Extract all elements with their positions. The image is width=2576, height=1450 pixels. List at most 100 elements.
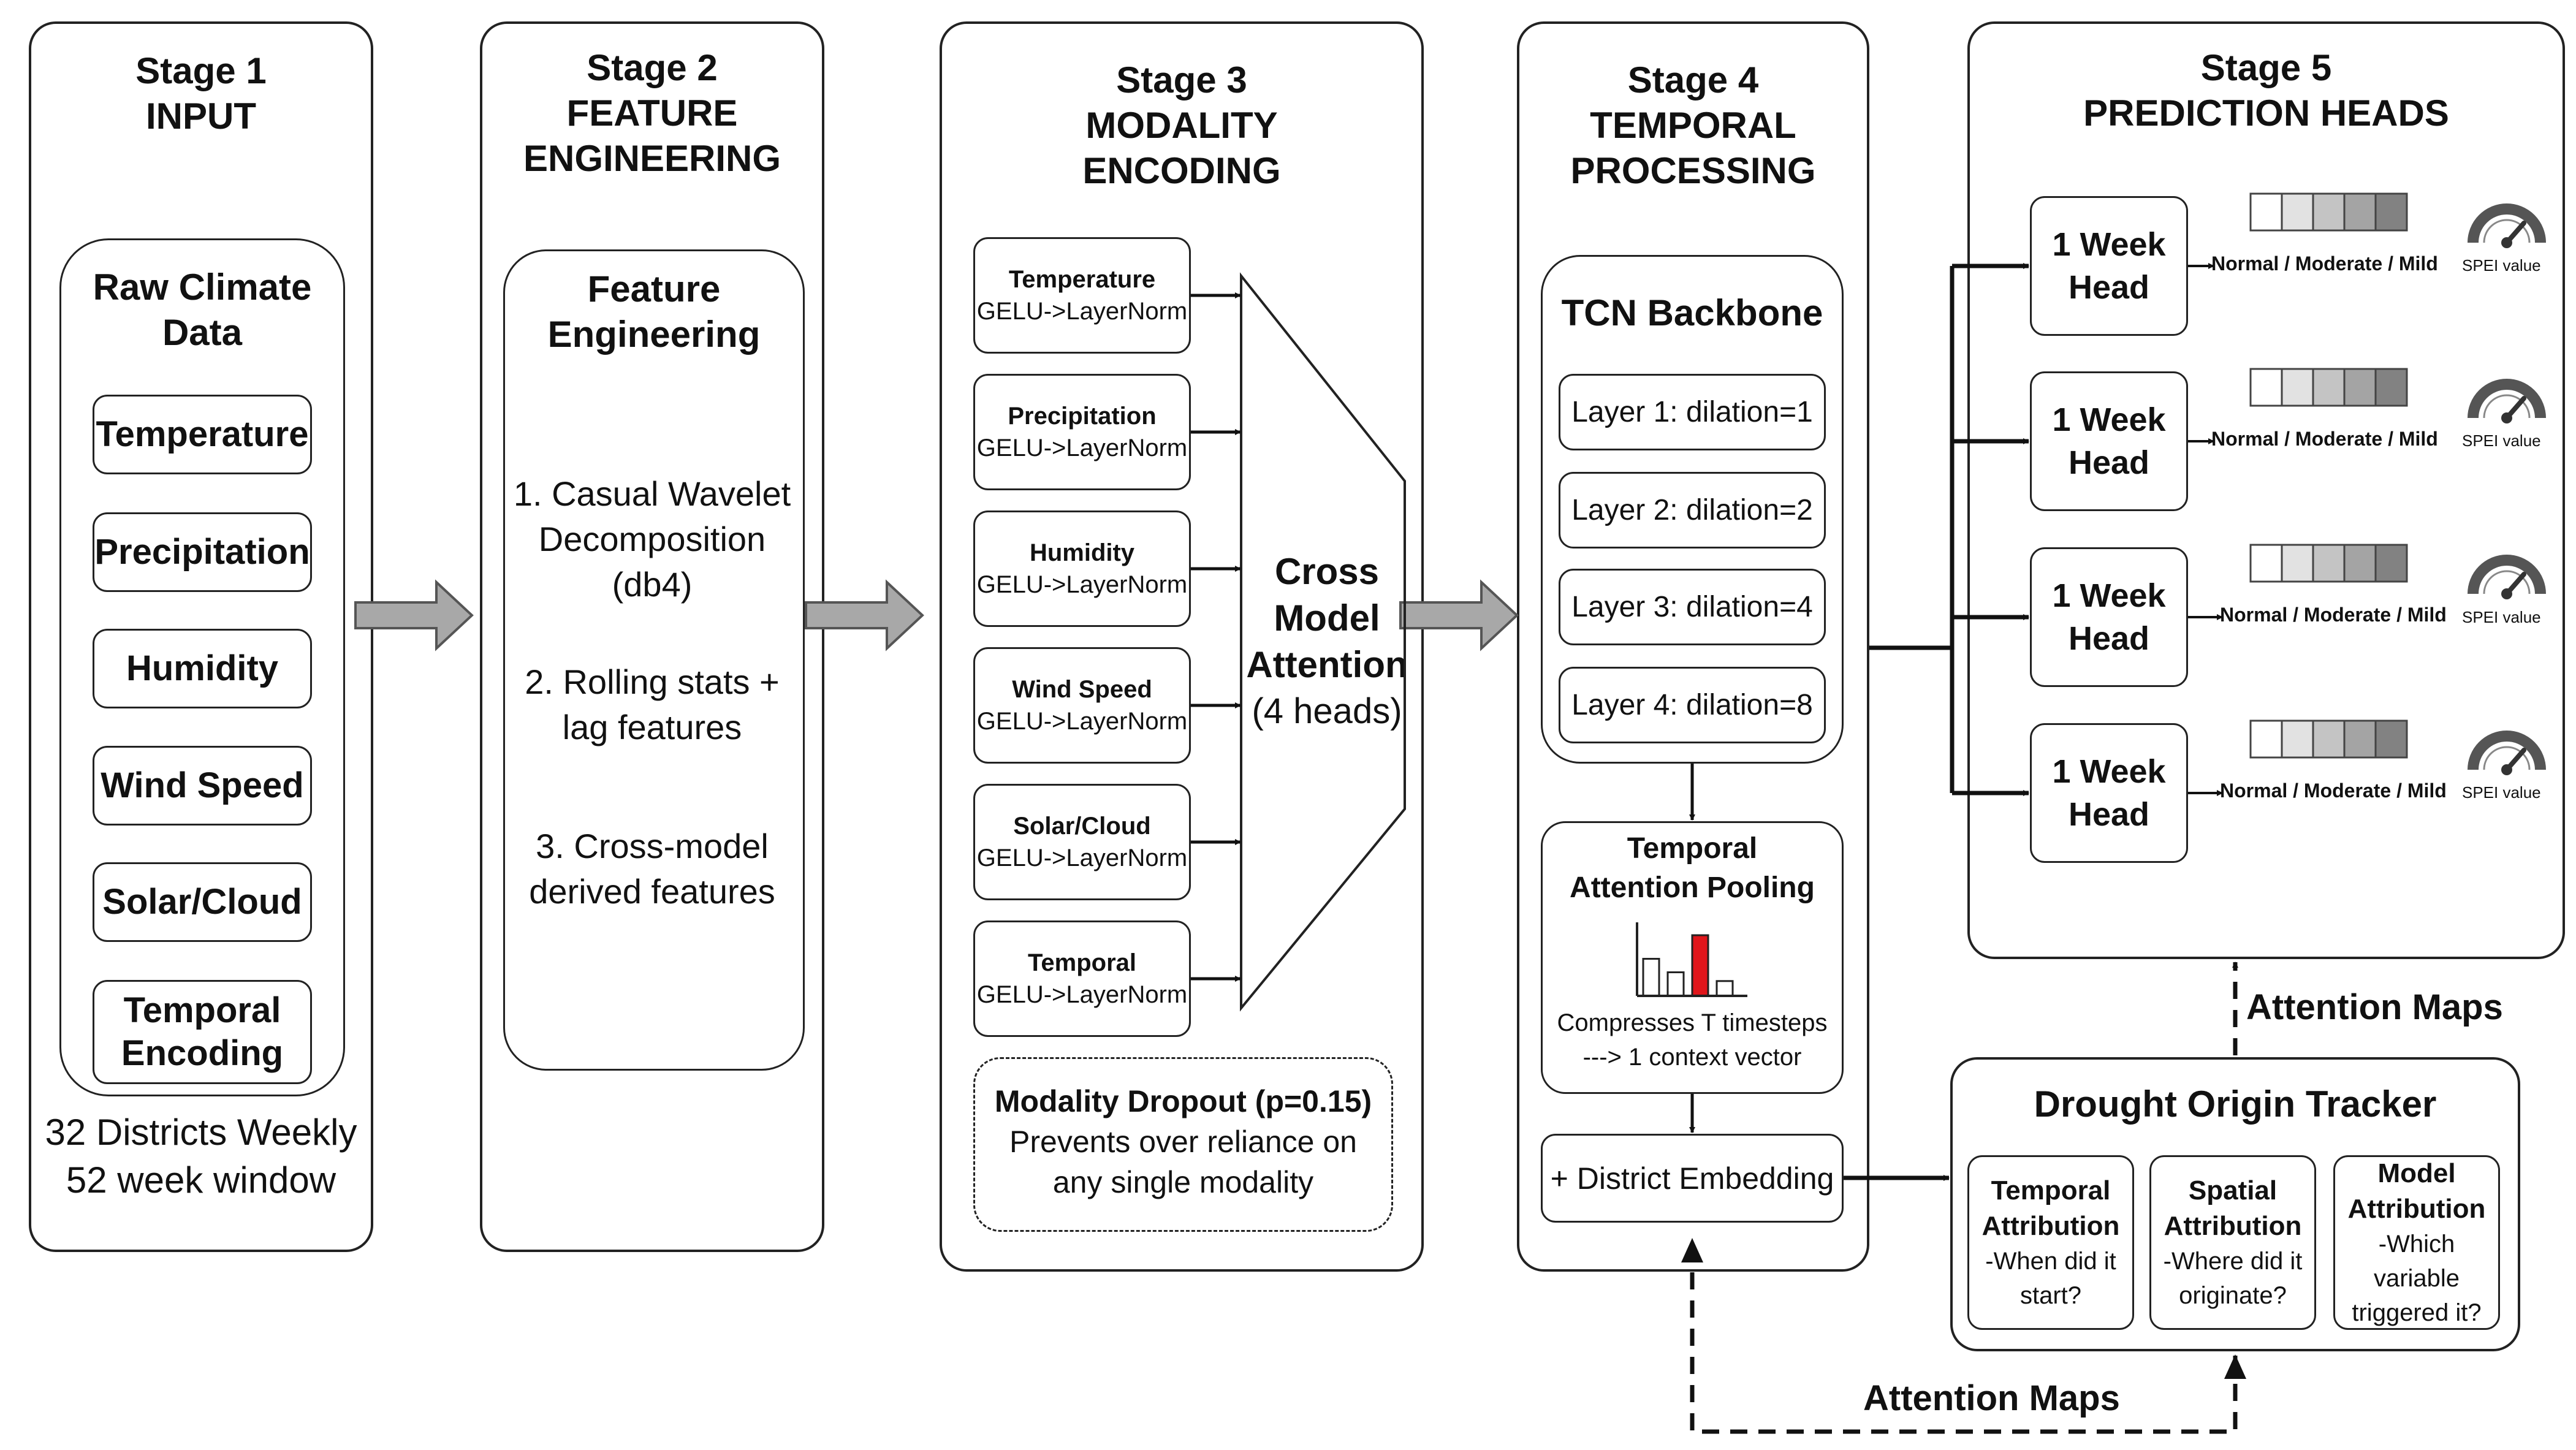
head-4-spei-label: SPEI value	[2462, 783, 2541, 802]
head-1-spei-label: SPEI value	[2462, 256, 2541, 275]
stage2-to-stage3-arrow	[805, 579, 924, 651]
severity-cell	[2281, 719, 2314, 759]
stage3-title: Stage 3 MODALITY ENCODING	[1082, 59, 1281, 191]
dropout-text: Prevents over reliance on any single mod…	[1009, 1125, 1357, 1199]
stage1-panel: Stage 1 INPUT Raw Climate Data Temperatu…	[29, 21, 373, 1252]
dropout-title: Modality Dropout (p=0.15)	[994, 1084, 1372, 1118]
gauge-arc	[2468, 379, 2546, 419]
encoder-arrows	[1191, 292, 1241, 982]
prediction-head-1: 1 Week Head	[2030, 196, 2188, 336]
severity-cell	[2374, 368, 2408, 407]
cross-attention-label: Cross Model Attention (4 heads)	[1238, 548, 1416, 735]
severity-cell	[2312, 719, 2346, 759]
severity-cell	[2343, 544, 2377, 583]
model-attribution-card: Model Attribution -Which variable trigge…	[2333, 1155, 2500, 1330]
severity-cell	[2249, 192, 2283, 232]
severity-cell	[2343, 368, 2377, 407]
prediction-head-2: 1 Week Head	[2030, 371, 2188, 511]
stage2-title: Stage 2 FEATURE ENGINEERING	[523, 47, 781, 179]
severity-cell	[2312, 192, 2346, 232]
tcn-layer-1: Layer 1: dilation=1	[1559, 374, 1826, 450]
feature-step-2: 2. Rolling stats + lag features	[525, 662, 780, 746]
head-output-arrows	[2188, 263, 2223, 796]
feature-engineering-box: Feature Engineering	[503, 249, 805, 1071]
severity-cell	[2374, 719, 2408, 759]
tcn-backbone-title: TCN Backbone	[1561, 292, 1823, 333]
stage1-title: Stage 1 INPUT	[135, 50, 267, 137]
tcn-layer-3: Layer 3: dilation=4	[1559, 569, 1826, 645]
attention-maps-loop-arrowhead-left	[1681, 1238, 1703, 1262]
encoder-name: Solar/Cloud	[1013, 813, 1151, 840]
stage3-to-stage4-arrow	[1399, 579, 1519, 651]
attention-maps-label-top: Attention Maps	[2246, 987, 2503, 1027]
head-1-classes: Normal / Moderate / Mild	[2211, 252, 2438, 275]
encoder-precipitation: Precipitation GELU->LayerNorm	[973, 374, 1191, 490]
gauge-face	[2483, 570, 2531, 594]
encoder-name: Temporal	[1027, 949, 1137, 976]
temporal-attribution-card: Temporal Attribution -When did it start?	[1967, 1155, 2134, 1330]
severity-cell	[2343, 192, 2377, 232]
stage1-to-stage2-arrow	[354, 579, 474, 651]
encoder-activation: GELU->LayerNorm	[976, 298, 1188, 325]
head-3-spei-label: SPEI value	[2462, 608, 2541, 626]
encoder-humidity: Humidity GELU->LayerNorm	[973, 511, 1191, 627]
stage4-title: Stage 4 TEMPORAL PROCESSING	[1570, 59, 1816, 191]
encoder-name: Wind Speed	[1012, 676, 1152, 703]
prediction-head-3: 1 Week Head	[2030, 547, 2188, 687]
feature-step-1: 1. Casual Wavelet Decomposition (db4)	[513, 474, 791, 604]
heads-bracket	[1869, 266, 1955, 793]
head-2-spei-label: SPEI value	[2462, 431, 2541, 450]
encoder-activation: GELU->LayerNorm	[976, 981, 1188, 1008]
severity-cell	[2312, 544, 2346, 583]
gauge-hub	[2501, 237, 2512, 248]
severity-cell	[2343, 719, 2377, 759]
severity-cell	[2249, 544, 2283, 583]
gauge-arc	[2468, 731, 2546, 770]
gauge-arc	[2468, 555, 2546, 594]
input-temporal-encoding: Temporal Encoding	[93, 980, 312, 1084]
input-precipitation: Precipitation	[93, 512, 312, 592]
gauge-hub	[2501, 764, 2512, 775]
heads-arrows	[1952, 263, 2029, 796]
severity-cell	[2281, 544, 2314, 583]
input-wind-speed: Wind Speed	[93, 746, 312, 826]
encoder-name: Precipitation	[1008, 403, 1157, 430]
severity-cell	[2249, 719, 2283, 759]
encoder-activation: GELU->LayerNorm	[976, 571, 1188, 598]
gauge-hub	[2501, 412, 2512, 423]
severity-cell	[2374, 192, 2408, 232]
model-attribution-question: -Which variable triggered it?	[2352, 1230, 2482, 1326]
spatial-attribution-title: Spatial Attribution	[2164, 1175, 2302, 1241]
attention-maps-loop-line	[1690, 1272, 2238, 1434]
model-attribution-title: Model Attribution	[2347, 1158, 2486, 1224]
severity-scales	[2249, 192, 2408, 759]
stage1-footer: 32 Districts Weekly 52 week window	[45, 1112, 357, 1201]
gauge-face	[2483, 219, 2531, 243]
head-3-classes: Normal / Moderate / Mild	[2220, 604, 2447, 626]
attention-maps-loop-arrowhead-right	[2224, 1354, 2246, 1379]
encoder-activation: GELU->LayerNorm	[976, 708, 1188, 735]
gauge-face	[2483, 746, 2531, 770]
cross-attention-heads: (4 heads)	[1252, 691, 1402, 731]
tcn-layer-4: Layer 4: dilation=8	[1559, 667, 1826, 743]
cross-attention-title: Cross Model Attention	[1246, 551, 1408, 685]
encoder-activation: GELU->LayerNorm	[976, 435, 1188, 461]
prediction-head-4: 1 Week Head	[2030, 723, 2188, 863]
encoder-name: Humidity	[1029, 539, 1135, 566]
attention-pooling-title: Temporal Attention Pooling	[1570, 832, 1815, 904]
modality-dropout-box: Modality Dropout (p=0.15) Prevents over …	[973, 1057, 1393, 1232]
tcn-layer-2: Layer 2: dilation=2	[1559, 472, 1826, 548]
encoder-name: Temperature	[1008, 266, 1156, 293]
attention-pooling-text: Compresses T timesteps ---> 1 context ve…	[1557, 1009, 1828, 1071]
encoder-solar-cloud: Solar/Cloud GELU->LayerNorm	[973, 784, 1191, 900]
feature-step-3: 3. Cross-model derived features	[529, 827, 775, 911]
encoder-temporal: Temporal GELU->LayerNorm	[973, 920, 1191, 1037]
temporal-attribution-title: Temporal Attribution	[1981, 1175, 2120, 1241]
attention-pooling-box: Temporal Attention Pooling Compresses T …	[1541, 821, 1844, 1094]
encoder-temperature: Temperature GELU->LayerNorm	[973, 237, 1191, 354]
temporal-attribution-question: -When did it start?	[1985, 1247, 2116, 1309]
attention-maps-label-bottom: Attention Maps	[1863, 1378, 2120, 1418]
spatial-attribution-question: -Where did it originate?	[2163, 1247, 2303, 1309]
encoder-wind-speed: Wind Speed GELU->LayerNorm	[973, 647, 1191, 764]
